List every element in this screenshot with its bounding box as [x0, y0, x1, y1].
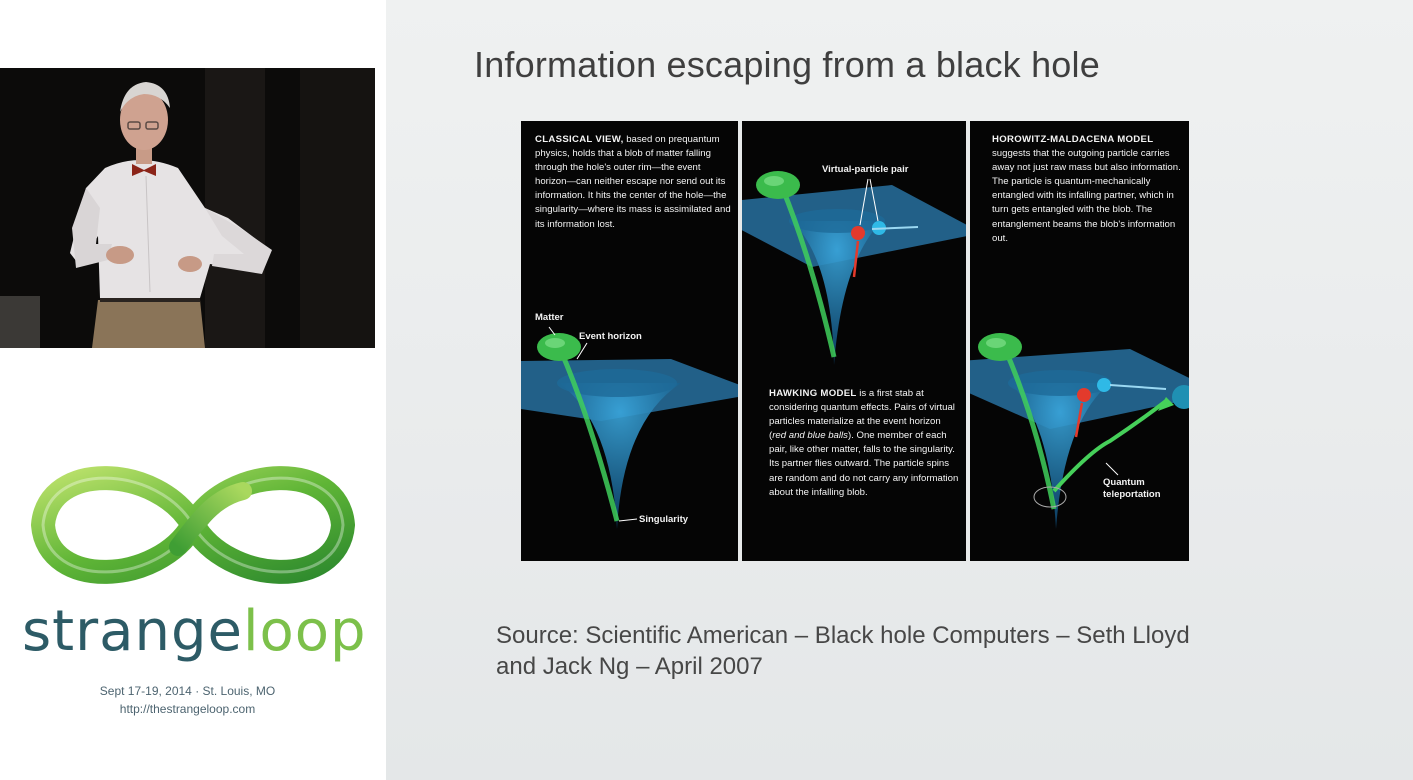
conference-sidebar: strangeloop Sept 17-19, 2014 · St. Louis… [0, 0, 386, 780]
slide-title: Information escaping from a black hole [474, 44, 1100, 85]
wordmark-strange: strange [22, 599, 243, 664]
classical-view-heading: CLASSICAL VIEW, [535, 134, 624, 145]
black-hole-figure: CLASSICAL VIEW, based on prequantum phys… [521, 121, 1189, 561]
hawking-model-body-1: is a first stab at considering quantum e… [769, 388, 955, 442]
stage-curtain [205, 68, 265, 348]
speaker-figure [70, 82, 272, 348]
podium [0, 296, 40, 348]
horowitz-maldacena-illustration [970, 333, 1189, 529]
event-url[interactable]: http://thestrangeloop.com [119, 702, 256, 716]
strangeloop-wordmark: strangeloop [22, 599, 366, 664]
horowitz-maldacena-body: suggests that the outgoing particle carr… [992, 148, 1181, 244]
speaker-video[interactable] [0, 68, 375, 348]
panel-divider [738, 121, 742, 561]
source-citation: Source: Scientific American – Black hole… [496, 622, 1190, 680]
hawking-model-heading: HAWKING MODEL [769, 388, 857, 399]
label-event-horizon: Event horizon [579, 331, 642, 342]
panel-hawking-model: Virtual-particle pair HAWKING MODEL is a… [742, 121, 966, 561]
hawking-model-illustration [742, 171, 966, 365]
wordmark-loop: loop [242, 599, 367, 664]
panel-horowitz-maldacena-model: HOROWITZ-MALDACENA MODEL suggests that t… [970, 121, 1189, 561]
hawking-model-body-italic: red and blue balls [772, 430, 848, 442]
label-quantum-teleportation-line1: Quantum [1103, 477, 1145, 488]
panel-divider [966, 121, 970, 561]
classical-view-body: based on prequantum physics, holds that … [535, 134, 731, 230]
hawking-model-description: HAWKING MODEL is a first stab at conside… [769, 387, 959, 500]
classical-view-illustration [521, 326, 738, 529]
classical-view-description: CLASSICAL VIEW, based on prequantum phys… [535, 133, 731, 232]
horowitz-maldacena-description: HOROWITZ-MALDACENA MODEL suggests that t… [992, 133, 1182, 246]
label-singularity: Singularity [639, 514, 689, 525]
horowitz-maldacena-heading: HOROWITZ-MALDACENA MODEL [992, 134, 1154, 145]
event-date: Sept 17-19, 2014 · St. Louis, MO [99, 684, 276, 698]
strangeloop-logo-icon [31, 466, 355, 584]
presentation-slide: Information escaping from a black hole [386, 0, 1413, 780]
label-matter: Matter [535, 312, 564, 323]
label-virtual-particle-pair: Virtual-particle pair [822, 164, 909, 175]
stage-curtain [300, 68, 375, 348]
label-quantum-teleportation-line2: teleportation [1103, 489, 1161, 500]
panel-classical-view: CLASSICAL VIEW, based on prequantum phys… [521, 121, 738, 561]
hawking-model-body-2: ). One member of each pair, like other m… [769, 430, 959, 498]
